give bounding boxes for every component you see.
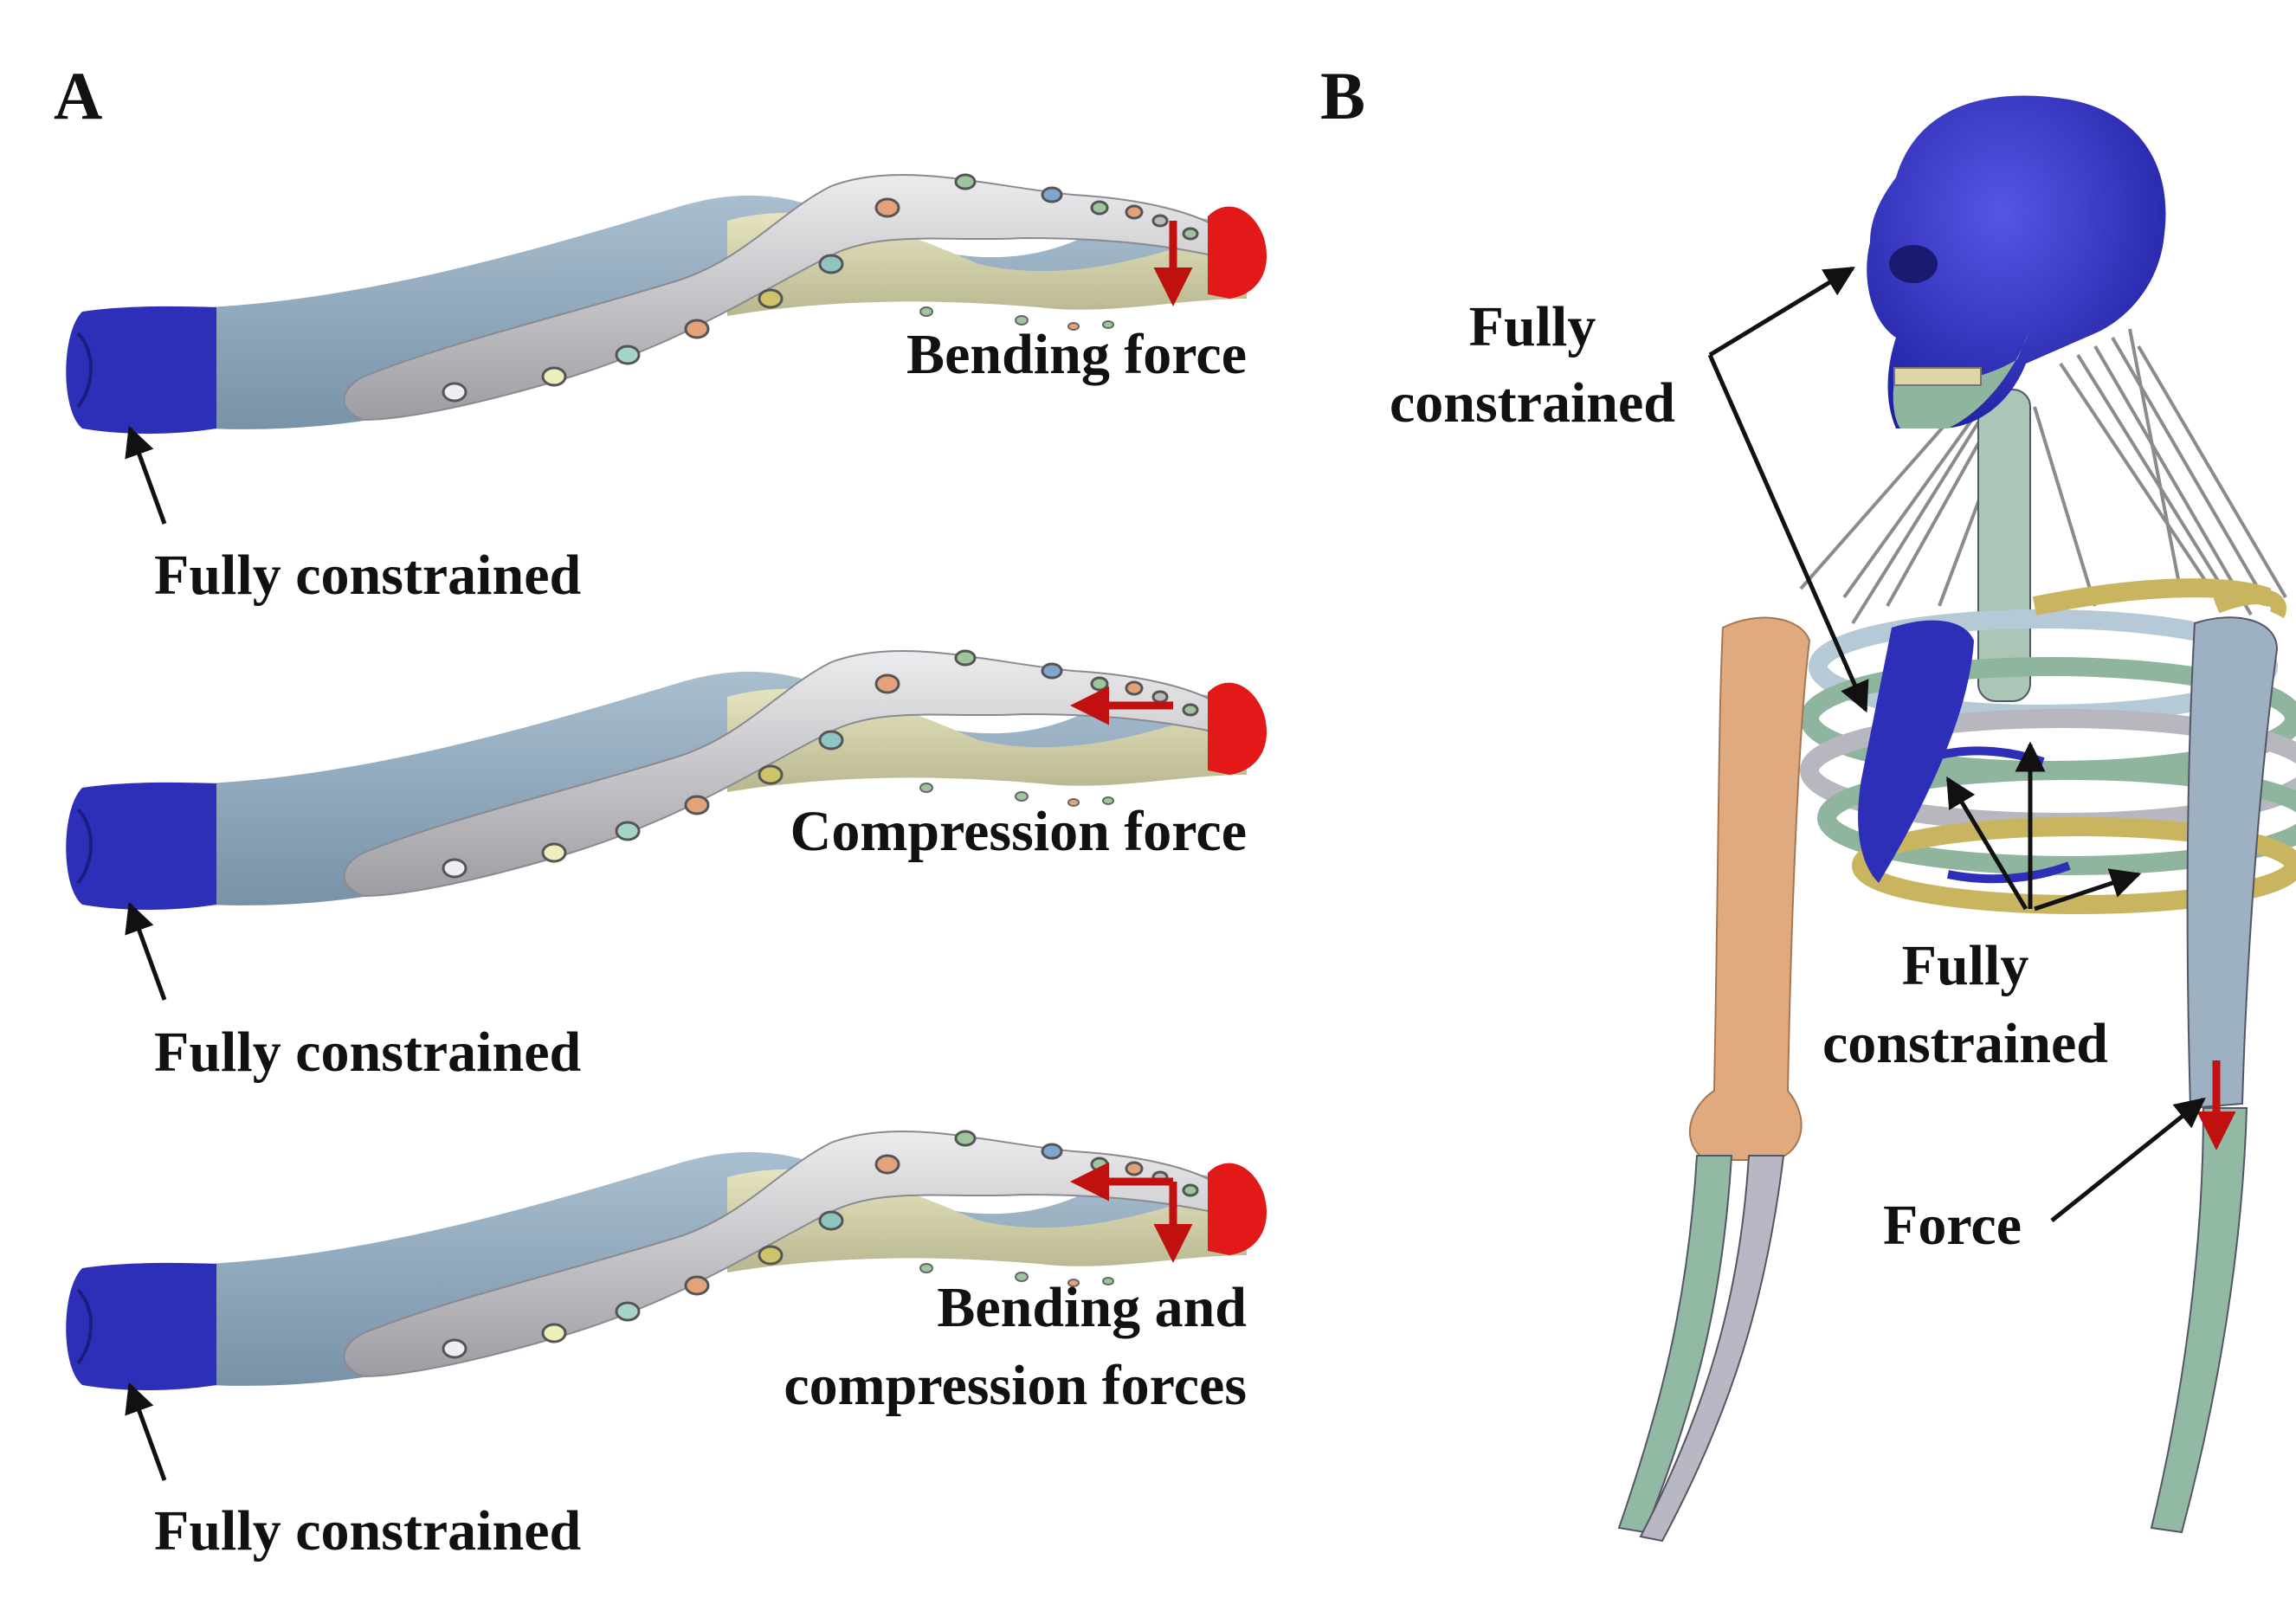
left-humerus (1689, 616, 1811, 1161)
panel-a-letter: A (54, 58, 103, 133)
rib-constraint-label-line-2: constrained (1822, 1012, 2108, 1075)
bone-model-row-3 (64, 1130, 1269, 1392)
force-pointer-arrow (2050, 1097, 2206, 1222)
constraint-arrow-row-1 (125, 425, 167, 525)
panel-b-letter: B (1320, 58, 1366, 133)
rib-constraint-label-line-1: Fully (1901, 934, 2029, 997)
force-label: Force (1883, 1194, 2022, 1257)
rib-pointer-arrow-3 (2034, 868, 2142, 912)
right-forearm (2150, 1107, 2248, 1534)
scapula-right (2213, 589, 2286, 619)
head-constraint-label-line-2: constrained (1390, 371, 1675, 435)
teeth (1893, 367, 1982, 386)
combined-force-label-line-2: compression forces (784, 1354, 1247, 1417)
compression-force-label: Compression force (790, 800, 1247, 863)
left-radius (1639, 1155, 1785, 1543)
panel-b (1617, 95, 2296, 1543)
rib-pointer-arrow-1 (1945, 776, 2028, 911)
constraint-arrow-row-2 (125, 901, 167, 1001)
right-humerus (2186, 616, 2279, 1110)
constraint-label-row-3: Fully constrained (154, 1499, 582, 1563)
panel-a (64, 173, 1269, 1481)
bone-model-row-2 (64, 649, 1269, 912)
combined-force-label-line-1: Bending and (937, 1276, 1247, 1339)
mandible (1893, 329, 2030, 428)
constraint-arrow-row-3 (125, 1382, 167, 1481)
bending-force-label: Bending force (906, 323, 1247, 386)
cervical-spine (1977, 389, 2031, 702)
bone-model-row-1 (64, 173, 1269, 435)
head-pointer-arrow-1 (1708, 266, 1855, 358)
constraint-label-row-2: Fully constrained (154, 1021, 582, 1084)
head-pointer-arrow-2 (1707, 353, 1869, 713)
constraint-label-row-1: Fully constrained (154, 544, 582, 607)
head-constraint-label-line-1: Fully (1468, 295, 1596, 358)
skull (1867, 95, 2166, 428)
constrained-scapula (1858, 620, 1974, 883)
skull-orbit (1889, 245, 1938, 283)
